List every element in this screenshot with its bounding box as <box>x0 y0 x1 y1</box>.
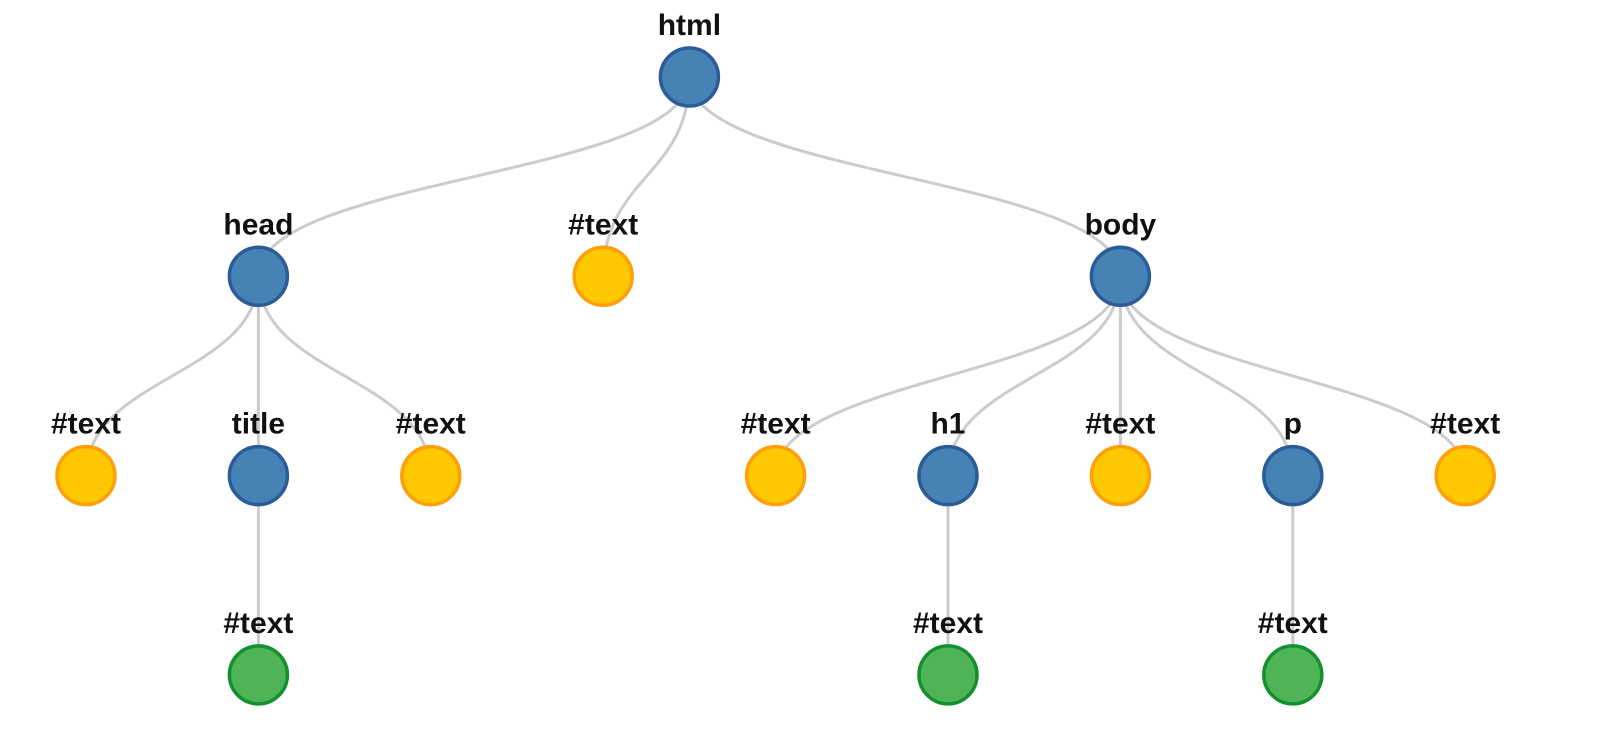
link-body-to-text <box>774 276 1122 476</box>
tree-node-head-2[interactable]: head <box>223 208 293 308</box>
link-html-to-text <box>601 76 691 277</box>
tree-nodes: html head #text title #text #text #text body #te… <box>51 9 1500 706</box>
tree-node-body-8[interactable]: body <box>1085 208 1157 308</box>
node-label: head <box>223 208 293 241</box>
tree-node-text-5[interactable]: #text <box>223 607 293 706</box>
node-label: body <box>1085 208 1157 241</box>
node-circle[interactable] <box>227 644 290 706</box>
node-circle[interactable] <box>1262 644 1324 706</box>
link-html-to-body <box>687 76 1122 277</box>
node-label: #text <box>913 607 983 640</box>
node-circle[interactable] <box>1262 444 1324 507</box>
node-circle[interactable] <box>744 444 807 507</box>
node-label: p <box>1284 408 1302 441</box>
node-label: #text <box>396 408 466 441</box>
tree-node-text-7[interactable]: #text <box>568 208 638 308</box>
node-circle[interactable] <box>572 245 634 308</box>
node-label: #text <box>51 408 121 441</box>
tree-node-text-6[interactable]: #text <box>396 408 466 507</box>
node-label: html <box>658 9 721 42</box>
node-circle[interactable] <box>227 444 290 507</box>
link-html-to-head <box>256 76 691 277</box>
node-label: #text <box>1085 408 1155 441</box>
tree-links <box>84 76 1467 675</box>
link-body-to-p <box>1118 276 1295 476</box>
link-body-to-text <box>1118 276 1467 476</box>
node-circle[interactable] <box>1089 444 1152 507</box>
tree-node-text-15[interactable]: #text <box>1430 408 1500 507</box>
node-circle[interactable] <box>1434 444 1496 507</box>
tree-node-text-12[interactable]: #text <box>1085 408 1155 507</box>
link-body-to-h1 <box>946 276 1122 476</box>
tree-node-h1-10[interactable]: h1 <box>917 408 979 507</box>
node-circle[interactable] <box>227 245 290 308</box>
node-circle[interactable] <box>1089 245 1152 308</box>
node-circle[interactable] <box>55 444 117 507</box>
tree-node-text-9[interactable]: #text <box>741 408 811 507</box>
node-label: h1 <box>930 408 965 441</box>
tree-node-html-1[interactable]: html <box>658 9 721 108</box>
link-head-to-text <box>256 276 433 476</box>
link-head-to-text <box>84 276 260 476</box>
node-label: #text <box>741 408 811 441</box>
node-label: #text <box>223 607 293 640</box>
tree-node-text-3[interactable]: #text <box>51 408 121 507</box>
tree-node-title-4[interactable]: title <box>227 408 290 507</box>
node-circle[interactable] <box>658 46 721 108</box>
tree-node-p-13[interactable]: p <box>1262 408 1324 507</box>
node-label: title <box>232 408 285 441</box>
tree-node-text-14[interactable]: #text <box>1258 607 1328 706</box>
node-circle[interactable] <box>400 444 462 507</box>
node-label: #text <box>1258 607 1328 640</box>
tree-node-text-11[interactable]: #text <box>913 607 983 706</box>
node-circle[interactable] <box>917 444 979 507</box>
node-circle[interactable] <box>917 644 979 706</box>
node-label: #text <box>568 208 638 241</box>
node-label: #text <box>1430 408 1500 441</box>
